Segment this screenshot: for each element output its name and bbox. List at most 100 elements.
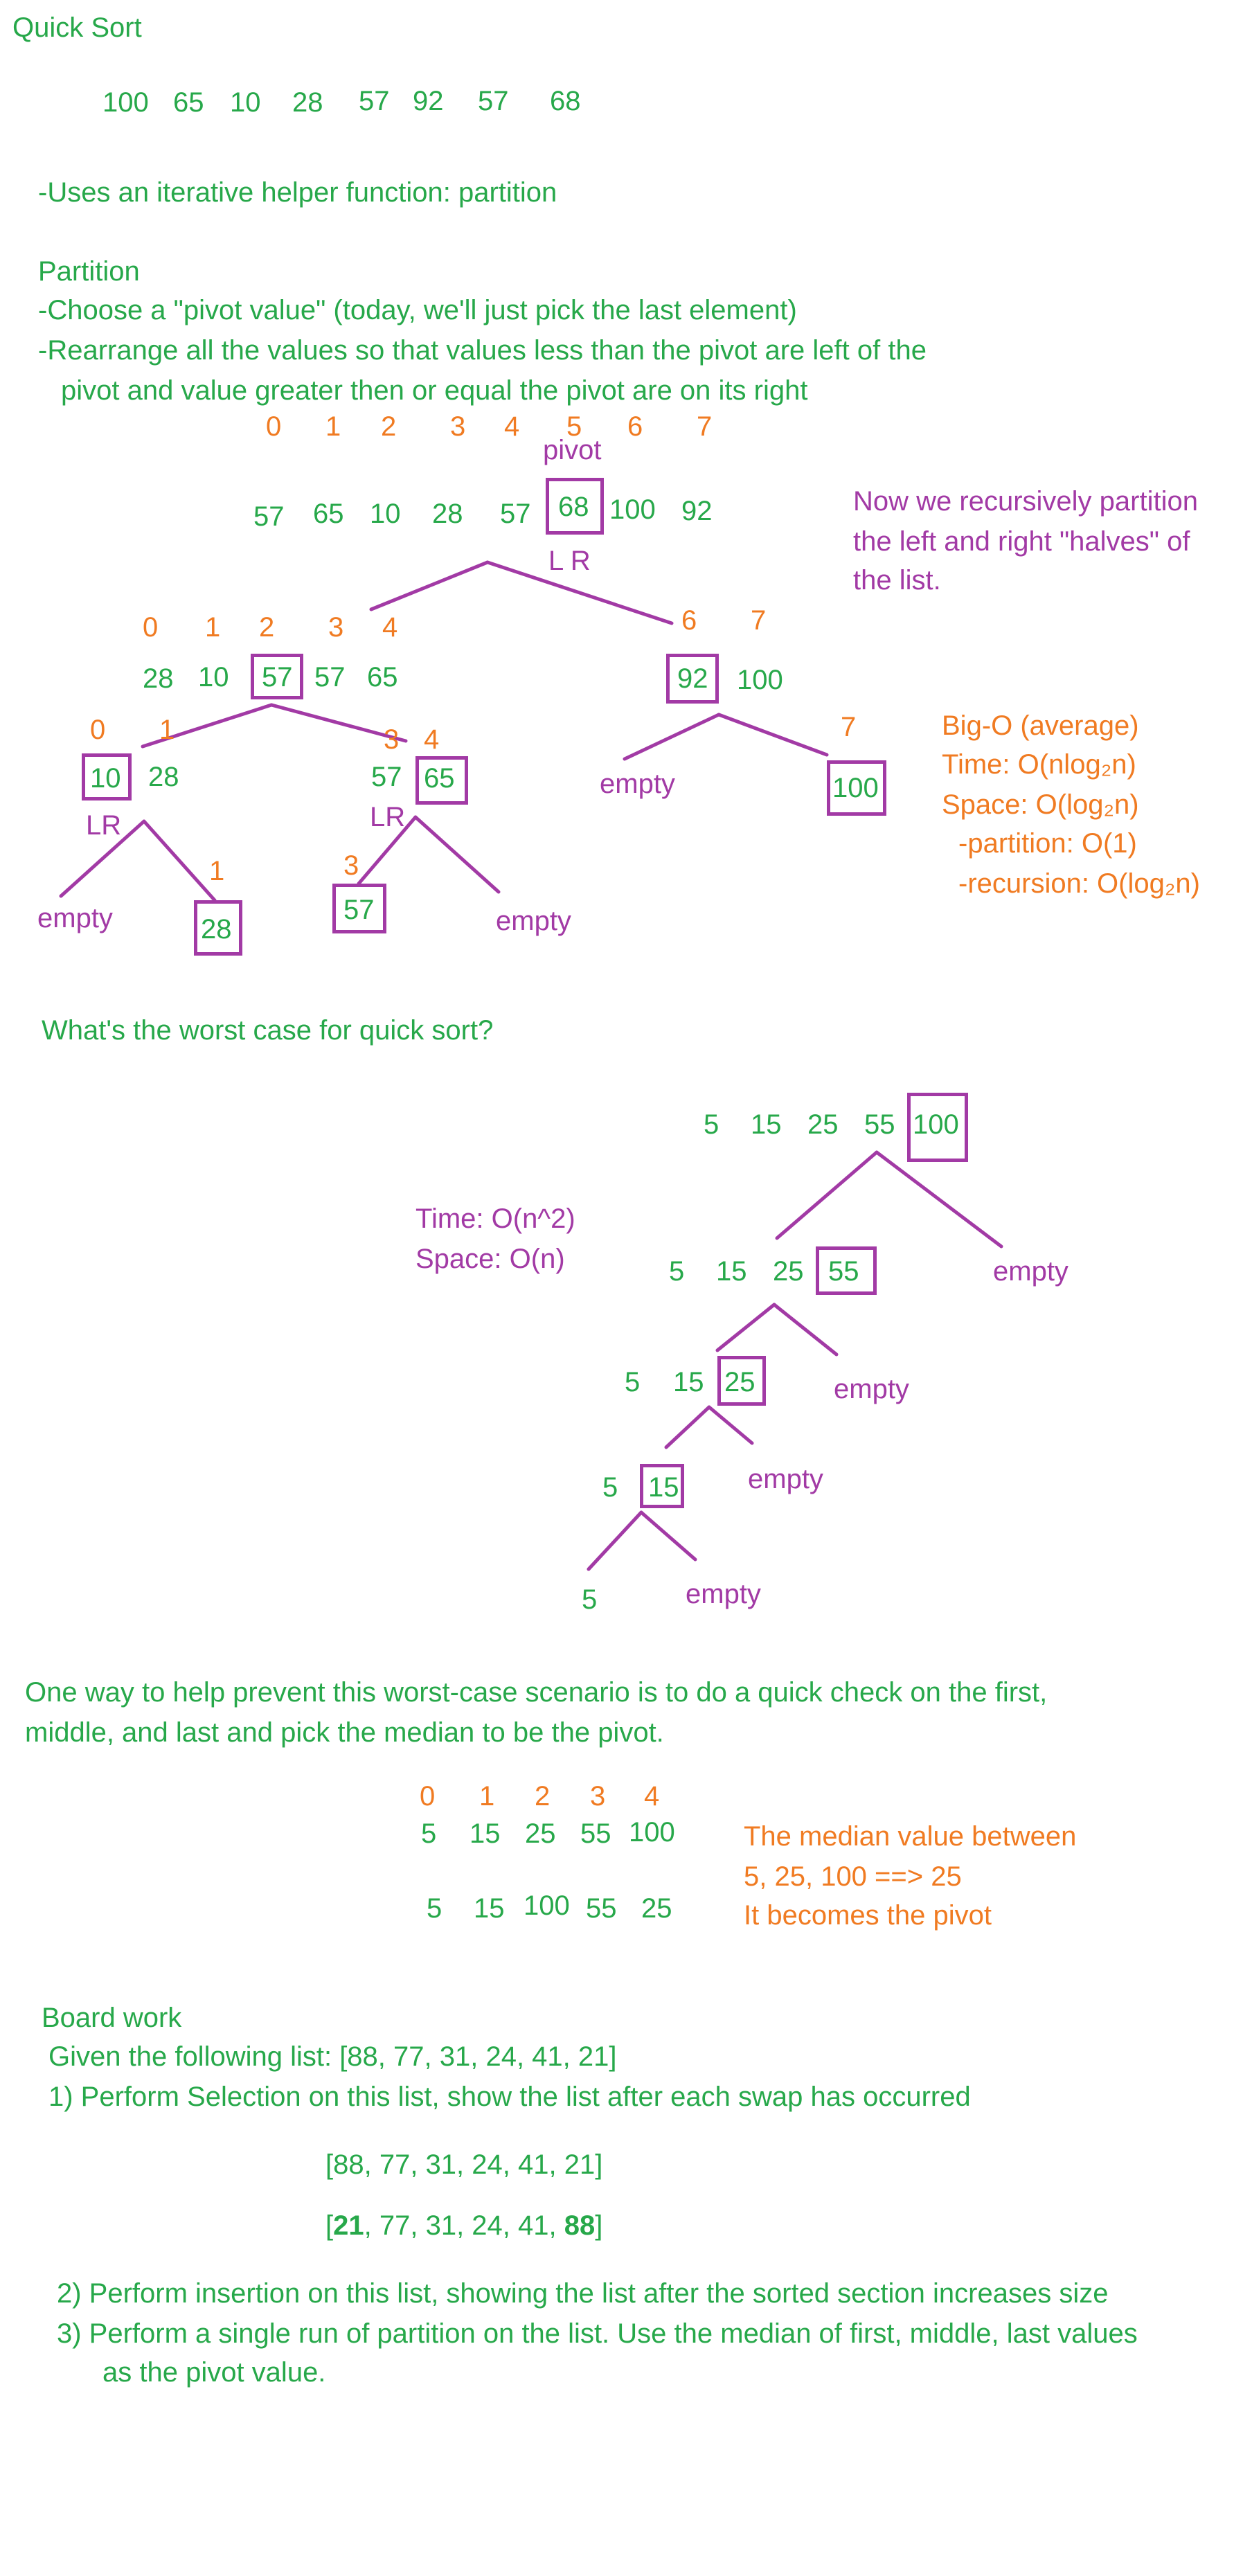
pivot-box xyxy=(640,1464,684,1508)
array-value: 5 xyxy=(582,1584,598,1615)
array-value: 92 xyxy=(681,496,713,526)
index-label: 3 xyxy=(328,612,344,643)
array-value: 25 xyxy=(525,1818,556,1849)
index-label: 1 xyxy=(479,1781,495,1812)
note-line: 5, 25, 100 ==> 25 xyxy=(744,1861,962,1892)
pivot-box xyxy=(717,1356,766,1406)
array-value: 57 xyxy=(371,762,402,792)
pivot-value: 57 xyxy=(343,895,375,925)
pivot-value: 28 xyxy=(201,914,232,945)
note-line: the list. xyxy=(853,565,941,596)
array-value: 55 xyxy=(580,1818,611,1849)
pivot-box xyxy=(82,753,132,800)
index-label: 1 xyxy=(209,856,225,886)
index-label: 0 xyxy=(266,411,282,442)
board-given-list: Given the following list: [88, 77, 31, 2… xyxy=(48,2041,617,2072)
array-value: 57 xyxy=(478,86,509,116)
worst-space: Space: O(n) xyxy=(415,1244,565,1274)
index-label: 5 xyxy=(566,411,582,442)
empty-leaf: empty xyxy=(993,1256,1068,1287)
pivot-value: 92 xyxy=(677,663,708,694)
partition-rule-1: -Choose a "pivot value" (today, we'll ju… xyxy=(38,295,797,325)
pivot-value: 55 xyxy=(828,1256,859,1287)
empty-leaf: empty xyxy=(600,769,675,799)
note-line: It becomes the pivot xyxy=(744,1900,992,1931)
pivot-value: 100 xyxy=(913,1109,959,1140)
page-title: Quick Sort xyxy=(12,12,142,43)
array-value: 15 xyxy=(673,1367,704,1397)
index-label: 3 xyxy=(384,724,400,755)
median-paragraph-1: One way to help prevent this worst-case … xyxy=(25,1677,1048,1708)
index-label: 0 xyxy=(90,715,106,745)
pivot-value: 57 xyxy=(262,662,293,692)
array-value: 57 xyxy=(500,499,531,529)
helper-line: -Uses an iterative helper function: part… xyxy=(38,177,557,208)
array-value: 57 xyxy=(314,662,346,692)
index-label: 2 xyxy=(259,612,275,643)
index-label: 7 xyxy=(841,712,857,742)
pivot-box xyxy=(907,1093,968,1162)
index-label: 4 xyxy=(504,411,520,442)
array-value: 65 xyxy=(367,662,398,692)
pivot-box xyxy=(251,654,303,699)
index-label: 6 xyxy=(681,605,697,636)
array-value: 100 xyxy=(102,87,149,118)
array-value: 5 xyxy=(704,1109,719,1140)
array-value: 25 xyxy=(773,1256,804,1287)
array-value: 15 xyxy=(751,1109,782,1140)
pivot-box xyxy=(194,900,242,956)
big-o-space: Space: O(log₂n) xyxy=(942,789,1139,820)
worst-time: Time: O(n^2) xyxy=(415,1204,575,1234)
pivot-label: pivot xyxy=(543,435,602,465)
board-heading: Board work xyxy=(42,2003,182,2033)
pivot-value: 65 xyxy=(424,763,455,794)
array-value: 100 xyxy=(524,1890,570,1921)
array-value: 5 xyxy=(602,1472,618,1503)
index-label: 0 xyxy=(143,612,159,643)
pivot-box xyxy=(666,654,719,704)
array-value: 28 xyxy=(292,87,323,118)
partition-rule-3: pivot and value greater then or equal th… xyxy=(61,375,808,406)
index-label: 1 xyxy=(159,715,175,745)
pivot-box xyxy=(332,884,386,933)
array-value: 55 xyxy=(864,1109,895,1140)
index-label: 2 xyxy=(535,1781,551,1812)
lr-pointer-label: LR xyxy=(86,810,122,841)
index-label: 4 xyxy=(424,724,440,755)
big-o-time: Time: O(nlog₂n) xyxy=(942,749,1136,780)
index-label: 4 xyxy=(644,1781,660,1812)
index-label: 6 xyxy=(627,411,643,442)
pivot-value: 100 xyxy=(832,773,879,803)
array-value: 25 xyxy=(641,1893,672,1924)
array-value: 28 xyxy=(148,762,179,792)
index-label: 1 xyxy=(325,411,341,442)
board-task-2: 2) Perform insertion on this list, showi… xyxy=(57,2278,1109,2309)
array-value: 65 xyxy=(173,87,204,118)
empty-leaf: empty xyxy=(37,903,113,933)
empty-leaf: empty xyxy=(748,1464,823,1494)
array-value: 92 xyxy=(413,86,444,116)
board-list-step-1: [88, 77, 31, 24, 41, 21] xyxy=(325,2149,603,2180)
array-value: 68 xyxy=(550,86,581,116)
median-paragraph-2: middle, and last and pick the median to … xyxy=(25,1717,664,1748)
big-o-heading: Big-O (average) xyxy=(942,710,1139,741)
array-value: 15 xyxy=(470,1818,501,1849)
partition-heading: Partition xyxy=(38,256,140,287)
worst-case-question: What's the worst case for quick sort? xyxy=(42,1015,494,1046)
note-line: the left and right "halves" of xyxy=(853,526,1190,557)
board-list-step-2: [21, 77, 31, 24, 41, 88] xyxy=(325,2210,603,2241)
pivot-box xyxy=(415,756,468,805)
array-value: 65 xyxy=(313,499,344,529)
index-label: 1 xyxy=(205,612,221,643)
pivot-box xyxy=(816,1246,877,1295)
board-task-1: 1) Perform Selection on this list, show … xyxy=(48,2082,971,2112)
array-value: 25 xyxy=(807,1109,839,1140)
partition-rule-2: -Rearrange all the values so that values… xyxy=(38,335,927,366)
index-label: 3 xyxy=(590,1781,606,1812)
index-label: 4 xyxy=(382,612,398,643)
array-value: 57 xyxy=(359,86,390,116)
array-value: 100 xyxy=(609,494,656,525)
board-task-3-cont: as the pivot value. xyxy=(102,2357,326,2388)
index-label: 7 xyxy=(697,411,713,442)
